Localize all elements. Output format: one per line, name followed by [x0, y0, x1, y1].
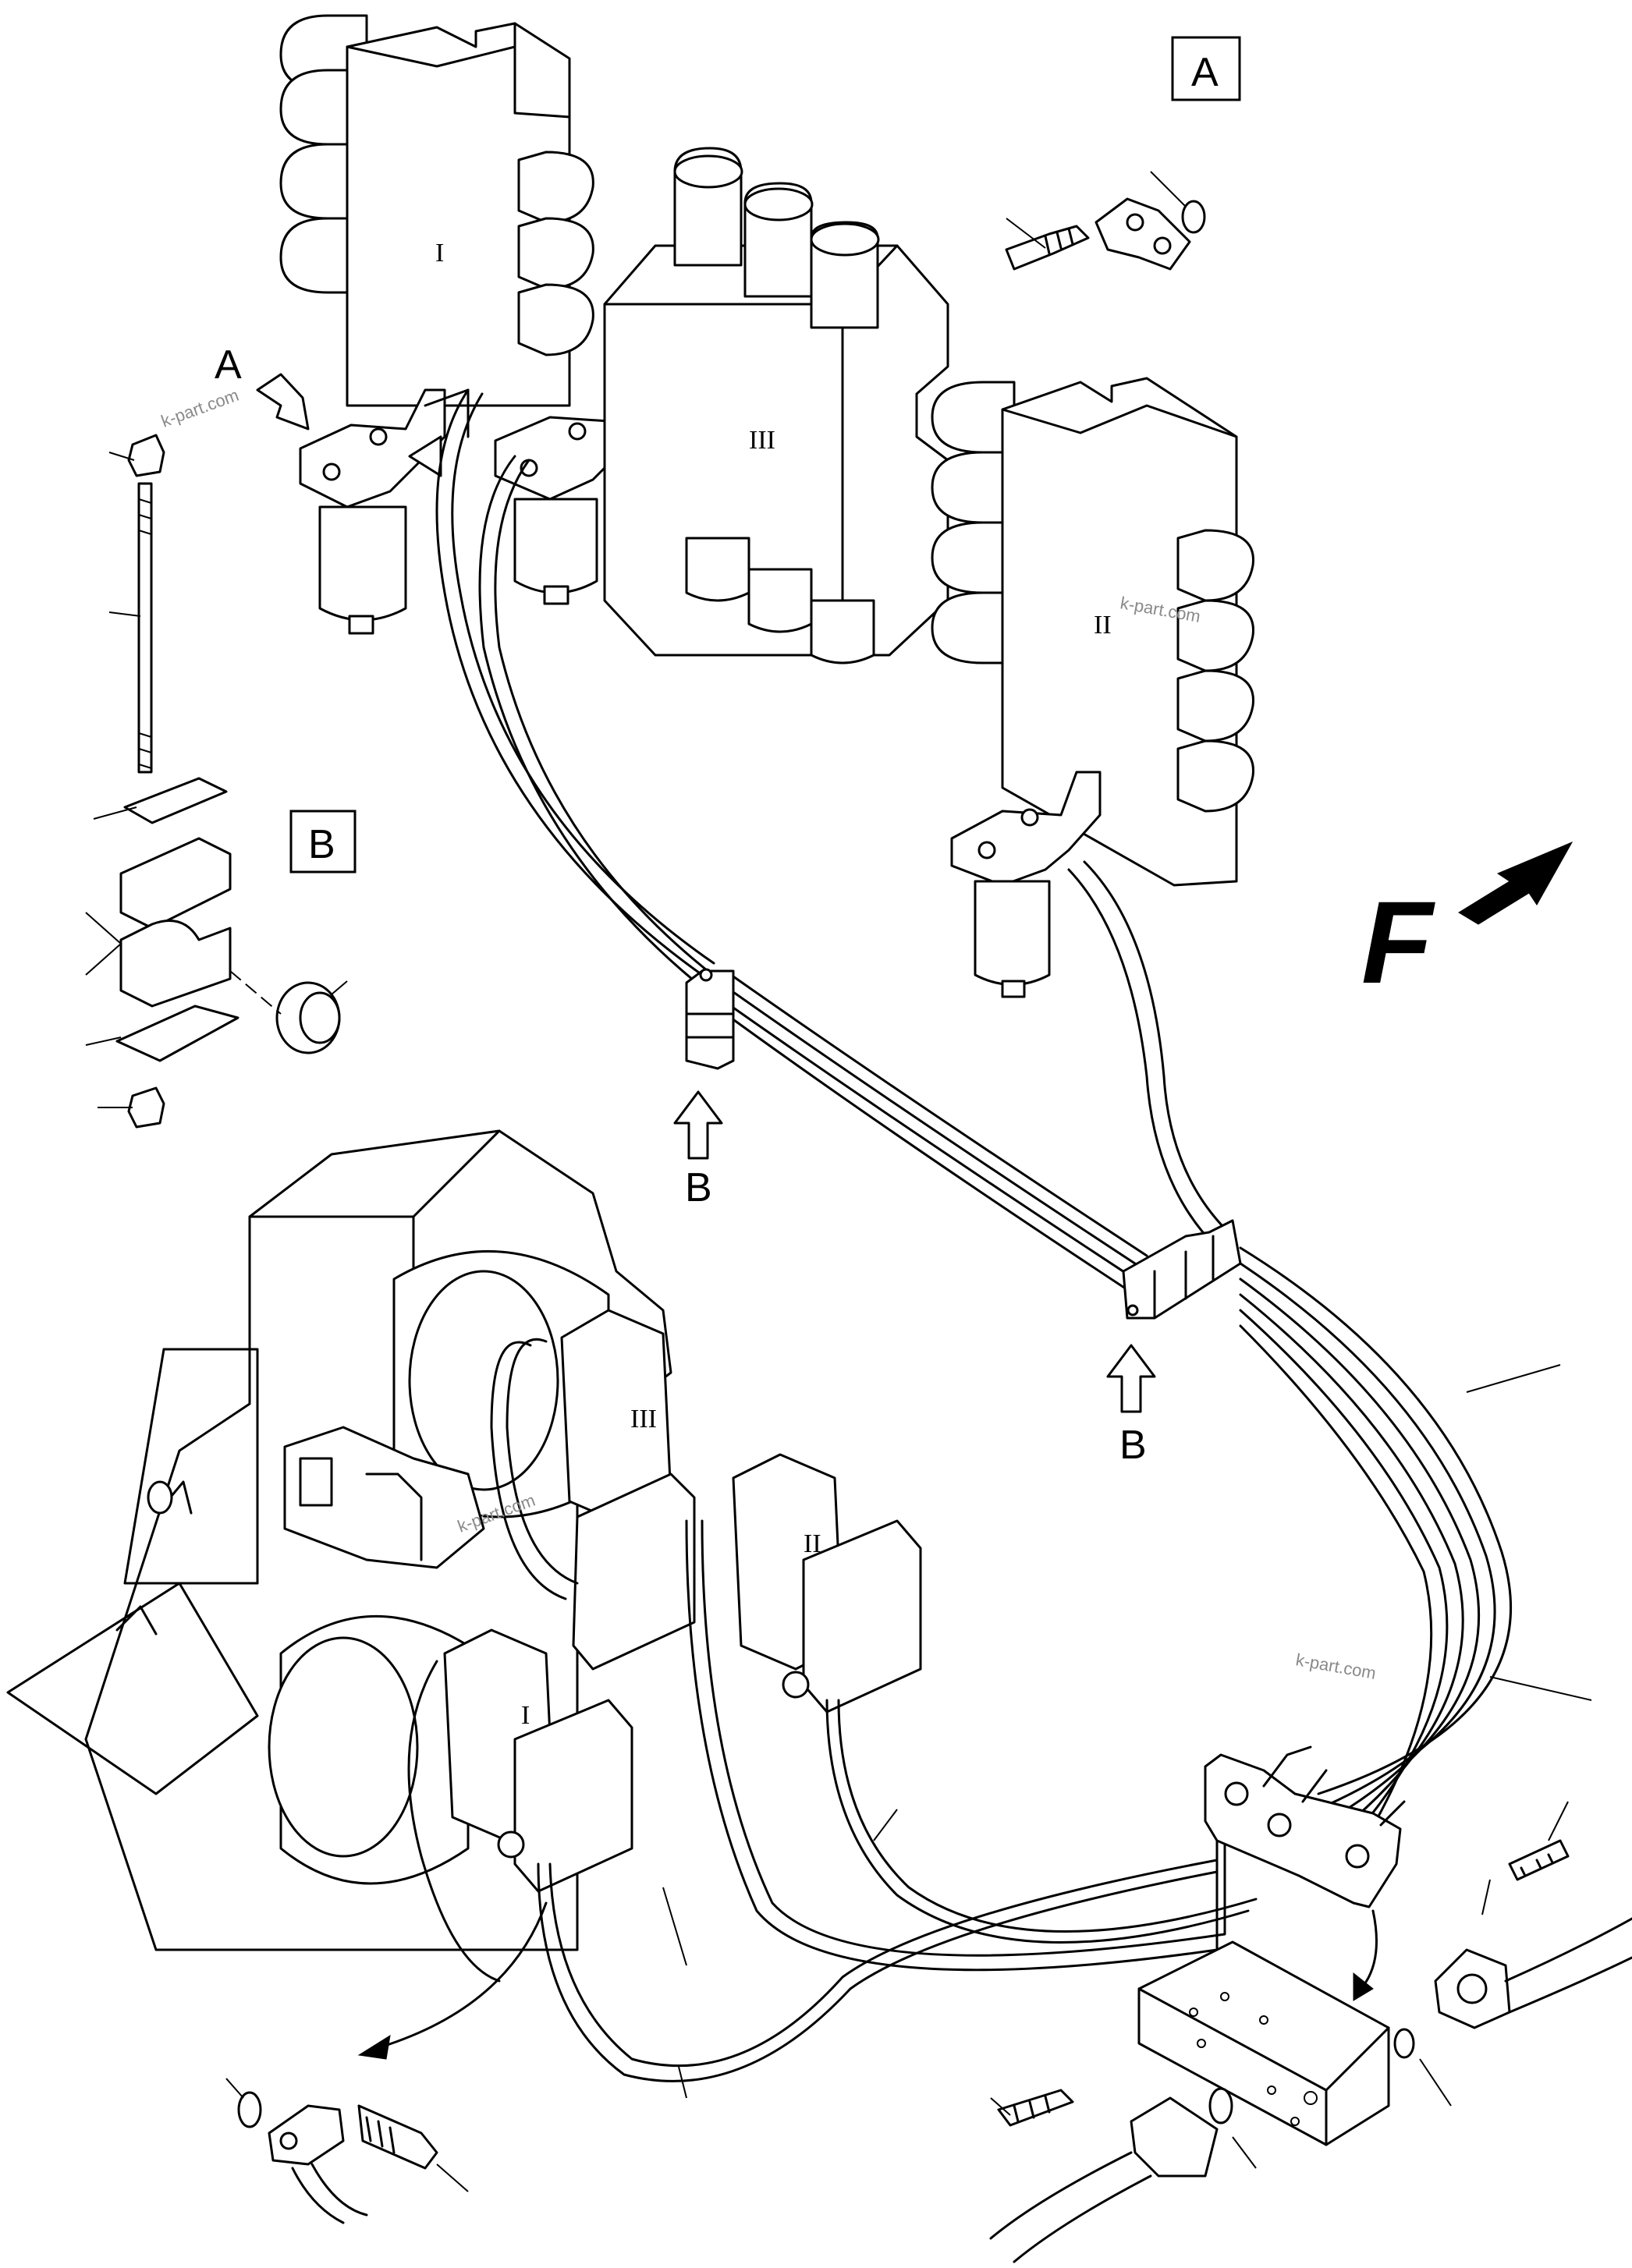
view-arrow-a: A	[215, 342, 310, 431]
detail-a-label: A	[1191, 50, 1219, 95]
o-ring-bottom-left	[237, 2091, 262, 2128]
filter-unit-left	[299, 388, 470, 635]
detail-a-split-flange	[1095, 197, 1191, 271]
valve-3-roman-label: III	[749, 426, 775, 455]
front-direction-marker: F	[1361, 841, 1573, 1008]
motor-2-roman-label: II	[804, 1529, 821, 1558]
motor-2: II	[732, 1453, 922, 1713]
o-ring-bottom-right-lower	[1208, 2087, 1233, 2124]
watermark-4: k-part.com	[1294, 1650, 1378, 1683]
filter-unit-middle	[494, 381, 649, 605]
watermark-1: k-part.com	[158, 385, 241, 431]
valve-1-spools	[279, 14, 368, 294]
valve-3-bottom-cylinders	[685, 537, 875, 664]
detail-b-clamp: B	[85, 434, 357, 1129]
right-hose-bundle	[1239, 1246, 1513, 1854]
detail-arrows	[357, 1901, 1378, 2060]
motor-3: III	[490, 1309, 696, 1671]
front-letter: F	[1361, 877, 1435, 1008]
hose-leaders	[662, 1364, 1592, 2099]
motor-1: I	[443, 1628, 633, 1893]
detail-bottom-right	[989, 1801, 1632, 2263]
valve-3-top-cylinders	[673, 147, 880, 329]
detail-bottom-left	[225, 2078, 469, 2224]
svg-text:B: B	[1119, 1423, 1147, 1468]
hose-manifold	[1204, 1745, 1406, 1908]
hose-clamp-right	[1122, 1219, 1242, 1320]
valve-2-roman-label: II	[1094, 611, 1112, 640]
view-arrow-b-upper: B	[673, 1090, 723, 1210]
lower-hose-bundle	[407, 1519, 1258, 2082]
control-valve-2: II	[931, 377, 1254, 887]
upper-hose-bundle	[435, 388, 1234, 1304]
valve-2-knobs	[1176, 529, 1254, 813]
valve-1-knobs	[517, 151, 594, 356]
o-ring-bottom-right-upper	[1393, 2028, 1415, 2059]
detail-a-box	[1171, 36, 1241, 101]
control-valve-3: III	[603, 147, 949, 664]
valve-2-spools	[931, 381, 1016, 664]
svg-text:A: A	[215, 342, 242, 388]
detail-b-label: B	[308, 822, 335, 867]
detail-b-box	[289, 810, 357, 874]
control-valve-1: I	[279, 14, 594, 407]
view-arrow-b-lower: B	[1106, 1344, 1156, 1468]
filter-unit-right	[950, 771, 1102, 998]
svg-text:B: B	[685, 1165, 712, 1210]
detail-a-o-ring	[1181, 200, 1206, 234]
hose-clamp-upper	[685, 968, 735, 1070]
motor-1-roman-label: I	[521, 1701, 530, 1730]
front-arrow-icon	[1458, 841, 1573, 925]
detail-a-flange: A	[1005, 36, 1241, 271]
motor-3-roman-label: III	[630, 1405, 657, 1433]
valve-1-roman-label: I	[435, 239, 444, 268]
